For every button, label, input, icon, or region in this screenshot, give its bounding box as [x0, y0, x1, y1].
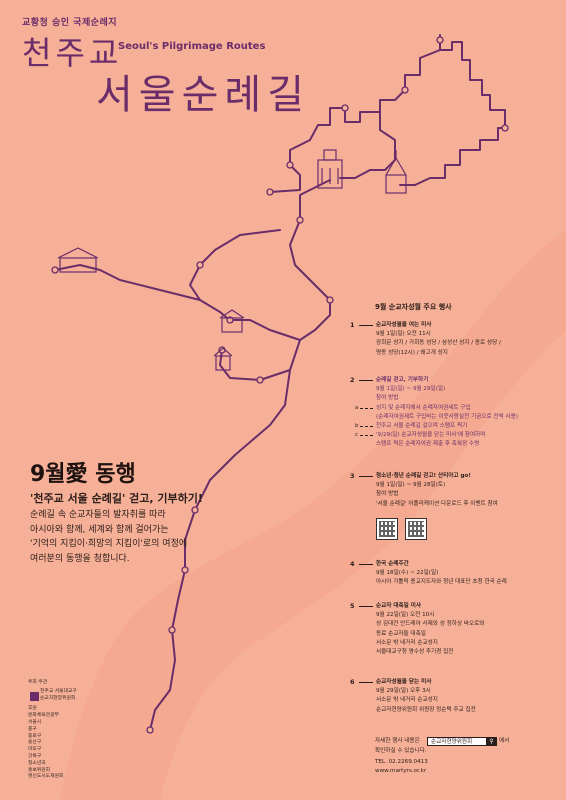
event-title: 청소년·청년 순례길 걷고! 산티아고 go!: [376, 473, 471, 479]
event-number: 1: [350, 321, 355, 329]
route-line-south2: [149, 369, 291, 731]
info-line2: 확인하실 수 있습니다.: [375, 748, 427, 754]
supporter: 홍보위원회: [28, 767, 51, 773]
event-title: 순교자성월을 여는 미사: [376, 322, 432, 328]
chapel-icon: [213, 347, 233, 371]
event-item: 6 순교자성월을 닫는 미사 9월 29일(일) 오후 3시 서소문 밖 네거리…: [350, 678, 560, 718]
supporter: 강북구: [28, 753, 42, 759]
sponsor-block: 주최 주관 천주교 서울대교구 순교자현양위원회 후원 문화체육관광부 서울시 …: [28, 680, 77, 781]
header-title-line2: 서울순례길: [96, 72, 310, 118]
gate-icon: [57, 247, 99, 273]
supporter: 명신도시도재원회: [28, 774, 64, 780]
event-date: 9월 18일(수) ~ 22일(일): [376, 570, 439, 577]
supporter: 청소년과: [28, 760, 46, 766]
event-item: 4 한국 순례주간 9월 18일(수) ~ 22일(일) 아시아 가톨릭 종교지…: [350, 560, 560, 590]
event-date: 9월 29일(일) 오후 3시: [376, 688, 431, 695]
route-line-north: [399, 34, 506, 186]
event-detail: 아시아 가톨릭 종교지도자와 청년 대표단 초청 한국 순례: [376, 579, 507, 586]
event-title: 순교자성월을 닫는 미사: [376, 679, 432, 685]
event-number: 2: [350, 376, 355, 384]
sponsor-host-label: 주최 주관: [28, 680, 48, 685]
church-building-icon: [317, 149, 343, 189]
route-line-south: [219, 339, 301, 381]
event-item: 2 순례길 걷고, 기부하기 9월 1일(일) ~ 9월 29일(일) 참여 방…: [350, 376, 560, 466]
route-line-loop: [54, 264, 201, 301]
info-suffix: 에서: [499, 738, 510, 744]
supporter: 중구: [28, 726, 37, 732]
event-detail: 명동 성당(12시) / 왜고개 성지: [376, 349, 448, 356]
event-number: 5: [350, 602, 355, 610]
sponsor-logo-icon: [30, 692, 39, 701]
event-detail: 동료 순교자들 대축일: [376, 630, 426, 637]
event-date: 9월 1일(일) ~ 9월 28일(토): [376, 482, 446, 489]
event-detail: 성 김대건 안드레아 사제와 성 정하상 바오로와: [376, 621, 485, 628]
event-detail: 광희문 성지 / 가회동 성당 / 삼성산 성지 / 종로 성당 /: [376, 340, 501, 347]
event-title: 한국 순례주간: [376, 561, 409, 567]
campaign-body-line: 여러분의 동행을 청합니다.: [30, 553, 130, 564]
event-detail: 천주교 서울 순례길 걸으며 스탬프 찍기: [376, 423, 468, 429]
event-detail: '서울 순례길' 어플리케이션 다운로드 후 이벤트 참여: [376, 500, 498, 507]
event-detail: 참여 방법: [376, 491, 399, 498]
campaign-subtitle: '천주교 서울 순례길' 걷고, 기부하기!: [30, 492, 203, 505]
contact-phone: TEL. 02.2269.0413: [375, 759, 428, 765]
event-detail: '9/29(일) 순교자성월을 닫는 미사'에 참여하며: [376, 432, 486, 438]
header-title-english: Seoul's Pilgrimage Routes: [118, 41, 266, 52]
event-detail: 서소문 밖 네거리 순교성지: [376, 697, 438, 704]
qr-code-ios: [405, 518, 427, 540]
event-date: 9월 1일(일) 오전 11시: [376, 331, 431, 338]
event-detail: (순례자여권세트 구입비는 이웃사랑실천 기금으로 전액 사용): [376, 414, 518, 421]
supporter: 종로구: [28, 733, 42, 739]
event-item: 3 청소년·청년 순례길 걷고! 산티아고 go! 9월 1일(일) ~ 9월 …: [350, 472, 560, 552]
event-detail: 스탬프 찍은 순례자여권 제출 후 축복장 수령: [376, 441, 480, 448]
header-title-line1: 천주교: [22, 34, 123, 72]
sponsor-support-label: 후원: [28, 706, 37, 712]
info-prefix: 자세한 행사 내용은: [375, 738, 420, 744]
supporter: 용산구: [28, 740, 42, 746]
event-detail: 순교자현양위원회 위원장 정순택 주교 집전: [376, 706, 476, 713]
campaign-body-line: 아시아와 함께, 세계와 함께 걸어가는: [30, 524, 169, 535]
route-line-main-top: [269, 124, 319, 193]
campaign-body-line: 순례길 속 순교자들의 발자취를 따라: [30, 510, 166, 520]
event-title: 순례길 걷고, 기부하기: [376, 377, 429, 383]
event-detail: 서울대교구청 명수성 추기경 집전: [376, 649, 454, 656]
search-icon[interactable]: ⚲: [486, 737, 497, 746]
river: [60, 230, 566, 800]
contact-url[interactable]: www.martyrs.or.kr: [375, 768, 427, 774]
supporter: 문화체육관광부: [28, 713, 59, 719]
event-detail: 성지 및 순례지에서 순례자여권세트 구입: [376, 405, 471, 411]
sub-mark: a: [355, 405, 359, 411]
qr-code-android: [376, 518, 398, 540]
event-detail: 참여 방법: [376, 395, 399, 402]
route-line-west: [189, 229, 281, 323]
event-title: 순교자 대축일 미사: [376, 603, 422, 609]
sponsor-host-name2: 순교자현양위원회: [40, 695, 76, 701]
campaign-body: 순례길 속 순교자들의 발자취를 따라 아시아와 함께, 세계와 함께 걸어가는…: [30, 508, 187, 566]
route-line-main: [229, 179, 331, 341]
campaign-body-line: '기억의 지킴이·희망의 지킴이'로의 여정에: [30, 539, 188, 549]
event-number: 4: [350, 560, 355, 568]
header-subtitle: 교황청 승인 국제순례지: [22, 18, 118, 28]
sponsor-host-name: 천주교 서울대교구: [40, 688, 77, 694]
campaign-title: 9월愛 동행: [30, 462, 136, 487]
events-title: 9월 순교자성월 주요 행사: [375, 303, 452, 311]
shrine-icon: [219, 309, 245, 333]
event-number: 3: [350, 472, 355, 480]
event-date: 9월 1일(일) ~ 9월 29일(일): [376, 386, 446, 393]
supporter: 마포구: [28, 747, 42, 753]
sub-mark: c: [355, 432, 358, 438]
event-item: 5 순교자 대축일 미사 9월 22일(일) 오전 10시 성 김대건 안드레아…: [350, 602, 560, 662]
event-number: 6: [350, 678, 355, 686]
route-line-north3: [339, 111, 396, 179]
cathedral-icon: [385, 150, 407, 194]
event-item: 1 순교자성월을 여는 미사 9월 1일(일) 오전 11시 광희문 성지 / …: [350, 321, 550, 361]
supporter: 서울시: [28, 719, 42, 725]
event-detail: 서소문 밖 네거리 순교성지: [376, 639, 438, 646]
sub-mark: b: [355, 423, 359, 429]
event-date: 9월 22일(일) 오전 10시: [376, 612, 435, 619]
